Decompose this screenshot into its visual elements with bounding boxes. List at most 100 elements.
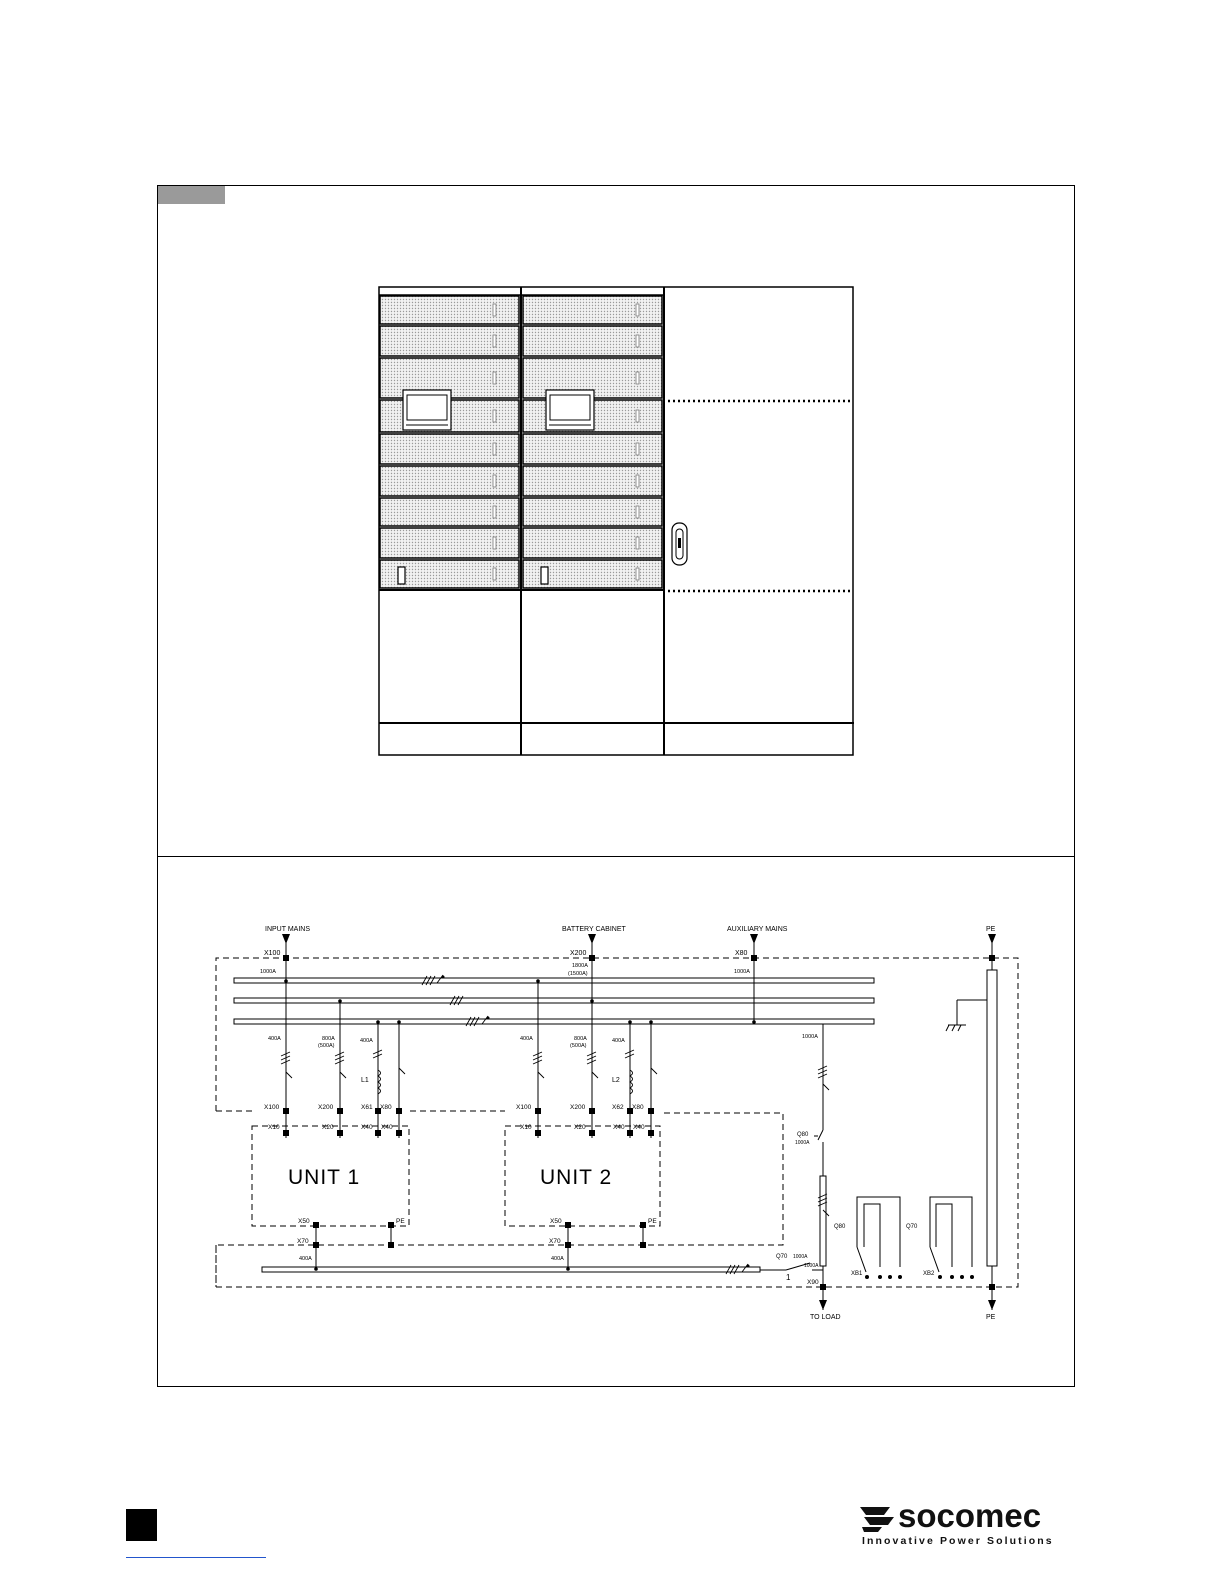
module-latch-icon [492, 334, 497, 348]
pe-bottom-label: PE [986, 1314, 996, 1321]
socomec-logo: socomec Innovative Power Solutions [860, 1499, 1080, 1547]
terminal-x10: X10 [520, 1124, 532, 1131]
terminal-x100: X100 [516, 1104, 532, 1111]
power-module [379, 497, 520, 527]
auxiliary-mains-label: AUXILIARY MAINS [727, 926, 788, 933]
terminal-x70: X70 [549, 1238, 561, 1245]
brand-name: socomec [898, 1497, 1042, 1534]
module-latch-icon [492, 371, 497, 385]
power-module [522, 433, 663, 465]
to-load-label: TO LOAD [810, 1314, 841, 1321]
module-switch-icon [540, 566, 549, 585]
power-module [522, 295, 663, 325]
terminal-x200: X200 [570, 1104, 586, 1111]
xb2-label: XB2 [923, 1271, 935, 1277]
unit-pe-label: PE [648, 1218, 657, 1225]
rating-label: 1000A [802, 1034, 818, 1040]
module-latch-icon [635, 334, 640, 348]
rating-label: 400A [360, 1038, 373, 1044]
terminal-x40: X40 [633, 1124, 645, 1131]
q70-xb-label: Q70 [906, 1224, 918, 1230]
rating-label: 1000A [804, 1263, 819, 1269]
terminal-x80: X80 [380, 1104, 392, 1111]
door-handle-icon [671, 522, 688, 566]
unit-2-box [504, 1125, 661, 1227]
inductor-l1-label: L1 [361, 1077, 369, 1084]
module-latch-icon [492, 536, 497, 550]
module-latch-icon [492, 409, 497, 423]
page-marker [126, 1509, 157, 1541]
rating-label: (500A) [318, 1043, 335, 1049]
module-latch-icon [635, 505, 640, 519]
module-latch-icon [492, 303, 497, 317]
unit-2-label: UNIT 2 [540, 1166, 612, 1189]
pe-bar [986, 969, 998, 1267]
rating-label: (500A) [570, 1043, 587, 1049]
power-module [379, 325, 520, 357]
busbar-auxiliary [233, 1018, 875, 1025]
module-latch-icon [492, 474, 497, 488]
power-module [522, 465, 663, 497]
power-module [522, 497, 663, 527]
terminal-x40: X40 [381, 1124, 393, 1131]
rating-label: 1000A [734, 969, 750, 975]
q70-label: Q70 [776, 1254, 788, 1260]
terminal-x20: X20 [322, 1124, 334, 1131]
module-latch-icon [635, 303, 640, 317]
switch-position-label: 1 [786, 1273, 791, 1282]
terminal-x100: X100 [264, 1104, 280, 1111]
terminal-x200: X200 [318, 1104, 334, 1111]
power-module [379, 465, 520, 497]
power-module [522, 527, 663, 559]
brand-tagline: Innovative Power Solutions [862, 1535, 1054, 1547]
unit-pe-label: PE [396, 1218, 405, 1225]
terminal-x20: X20 [574, 1124, 586, 1131]
input-mains-label: INPUT MAINS [265, 926, 310, 933]
rating-label: 400A [612, 1038, 625, 1044]
unit-1-box [251, 1125, 410, 1227]
busbar-input [233, 977, 875, 984]
rating-label: 1000A [795, 1140, 810, 1146]
terminal-x100: X100 [264, 950, 280, 957]
module-latch-icon [492, 442, 497, 456]
rating-label: 800A [322, 1036, 335, 1042]
pe-top-label: PE [986, 926, 996, 933]
terminal-x90: X90 [807, 1279, 819, 1286]
module-switch-icon [397, 566, 406, 585]
terminal-x40: X40 [613, 1124, 625, 1131]
socomec-mark-icon [860, 1507, 894, 1532]
module-latch-icon [635, 442, 640, 456]
terminal-x62: X62 [612, 1104, 624, 1111]
rating-label: 400A [268, 1036, 281, 1042]
module-latch-icon [635, 474, 640, 488]
terminal-x80: X80 [632, 1104, 644, 1111]
q80-label: Q80 [797, 1132, 809, 1138]
unit-1-label: UNIT 1 [288, 1166, 360, 1189]
terminal-x50: X50 [298, 1218, 310, 1225]
terminal-x80: X80 [735, 950, 748, 957]
power-module [379, 433, 520, 465]
display-screen-icon [545, 389, 595, 431]
module-latch-icon [635, 371, 640, 385]
cabinet-illustration [378, 286, 854, 756]
inductor-l2-label: L2 [612, 1077, 620, 1084]
q80-lower-label: Q80 [834, 1224, 846, 1230]
module-latch-icon [635, 409, 640, 423]
module-rows [379, 295, 663, 589]
rating-label: 400A [551, 1256, 564, 1262]
power-module [379, 295, 520, 325]
busbar-output [261, 1266, 761, 1273]
display-screen-icon [402, 389, 452, 431]
busbar-battery [233, 997, 875, 1004]
section-tab [158, 186, 225, 204]
terminal-x10: X10 [268, 1124, 280, 1131]
rating-label: 1000A [260, 969, 276, 975]
module-latch-icon [492, 505, 497, 519]
battery-cabinet-label: BATTERY CABINET [562, 926, 627, 933]
power-module [522, 325, 663, 357]
module-latch-icon [635, 536, 640, 550]
page-frame [157, 185, 1075, 1387]
terminal-x61: X61 [361, 1104, 373, 1111]
terminal-x200: X200 [570, 950, 586, 957]
terminal-x40: X40 [361, 1124, 373, 1131]
